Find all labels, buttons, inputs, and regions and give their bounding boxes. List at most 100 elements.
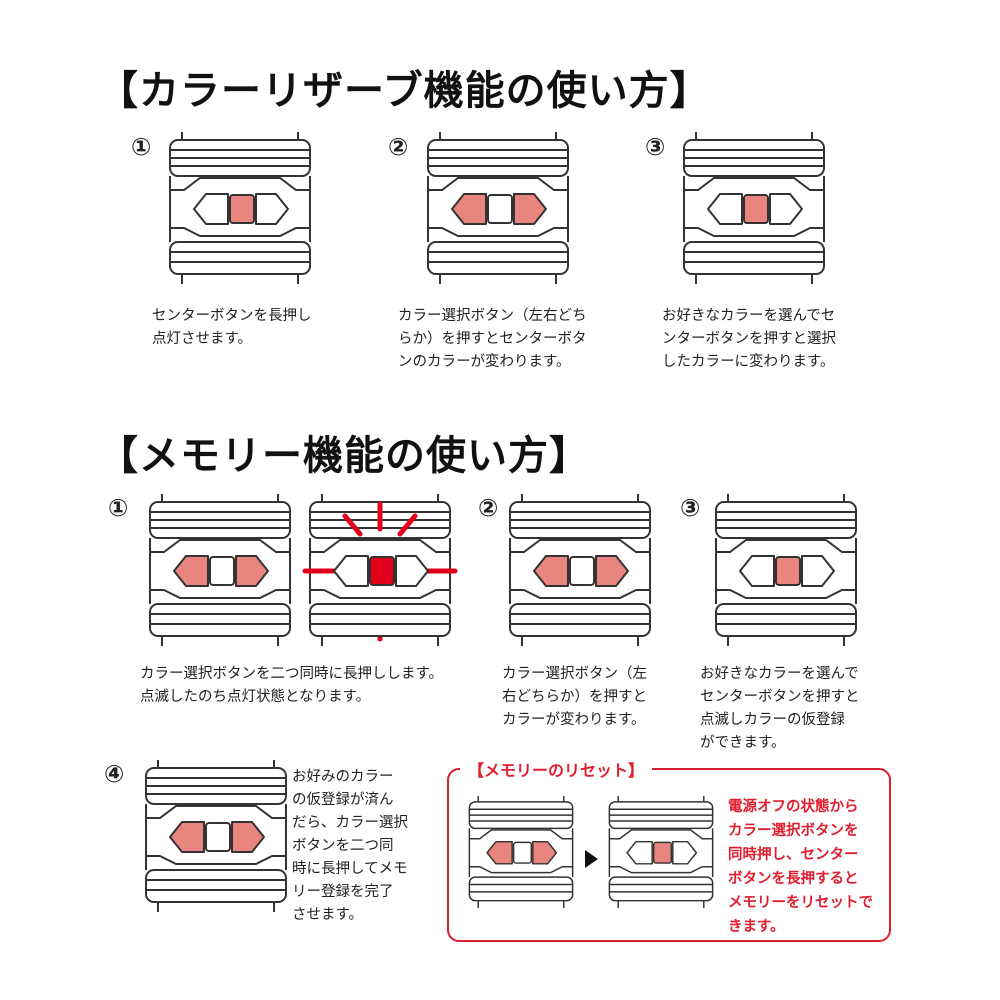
- cap-bottom: [683, 241, 825, 275]
- neck-line: [161, 494, 279, 502]
- band-bottom: [150, 589, 290, 599]
- center-button: [743, 194, 769, 224]
- right-button: [513, 193, 547, 225]
- band-bottom: [510, 589, 650, 599]
- left-button: [193, 193, 229, 225]
- band-top: [428, 177, 568, 191]
- flashlight-head-diagram: [608, 795, 714, 909]
- band-top: [684, 177, 824, 191]
- step-number: ①: [108, 494, 129, 522]
- band-top: [146, 805, 286, 819]
- step-caption: カラー選択ボタン（左右どち らか）を押すとセンターボタ ンのカラーが変わります。: [398, 308, 587, 370]
- step-caption: お好きなカラーを選んでセ ンターボタンを押すと選択 したカラーに変わります。: [662, 308, 836, 370]
- left-button: [451, 193, 487, 225]
- neck-line: [157, 760, 275, 768]
- step-caption: お好みのカラー の仮登録が済ん だら、カラー選択 ボタンを二つ同 時に長押してメ…: [292, 769, 408, 923]
- body-side: [509, 538, 651, 604]
- neck-line: [521, 494, 639, 502]
- cap-bottom: [468, 876, 574, 902]
- body-side: [169, 176, 311, 242]
- band-bottom: [310, 589, 450, 599]
- left-button: [173, 555, 209, 587]
- memory-reset-title: 【メモリーのリセット】: [460, 757, 653, 781]
- center-button: [652, 841, 673, 864]
- neck-line: [617, 795, 705, 802]
- right-button: [395, 555, 429, 587]
- body-side: [427, 176, 569, 242]
- band-bottom: [716, 589, 856, 599]
- left-button: [333, 555, 369, 587]
- step-number: ③: [645, 133, 666, 161]
- band-bottom: [146, 855, 286, 865]
- band-bottom: [170, 227, 310, 237]
- neck-line: [727, 494, 845, 502]
- body-side: [145, 804, 287, 870]
- flashlight-head-diagram: [715, 494, 857, 646]
- band-top: [469, 829, 573, 840]
- body-side: [149, 538, 291, 604]
- cap-bottom: [169, 241, 311, 275]
- flashlight-head-diagram: [145, 760, 287, 912]
- step-caption: カラー選択ボタン（左 右どちらか）を押すと カラーが変わります。: [502, 666, 647, 728]
- neck-line: [477, 795, 565, 802]
- cap-bottom: [149, 603, 291, 637]
- left-button: [533, 555, 569, 587]
- flashlight-head-diagram: [683, 132, 825, 284]
- body-side: [683, 176, 825, 242]
- right-button: [235, 555, 269, 587]
- center-button: [205, 822, 231, 852]
- step-number: ②: [478, 494, 499, 522]
- step-caption: センターボタンを長押し 点灯させます。: [152, 308, 312, 347]
- right-button: [532, 840, 558, 865]
- left-button: [169, 821, 205, 853]
- band-bottom: [684, 227, 824, 237]
- neck-line: [181, 274, 299, 284]
- body-side: [715, 538, 857, 604]
- flashlight-head-diagram: [302, 494, 458, 646]
- section-title-memory: 【メモリー機能の使い方】: [98, 433, 590, 479]
- body-side: [608, 828, 714, 878]
- neck-line: [161, 636, 279, 646]
- band-bottom: [609, 866, 713, 874]
- band-top: [609, 829, 713, 840]
- right-button: [255, 193, 289, 225]
- band-top: [716, 539, 856, 553]
- neck-line: [157, 902, 275, 912]
- left-button: [486, 840, 513, 865]
- center-button: [775, 556, 801, 586]
- neck-line: [617, 900, 705, 909]
- neck-line: [727, 636, 845, 646]
- cap-bottom: [509, 603, 651, 637]
- center-button: [229, 194, 255, 224]
- neck-line: [695, 274, 813, 284]
- neck-line: [521, 636, 639, 646]
- flashlight-head-diagram: [468, 795, 574, 909]
- left-button: [739, 555, 775, 587]
- cap-bottom: [145, 869, 287, 903]
- section-title-color-reserve: 【カラーリザーブ機能の使い方】: [98, 68, 711, 114]
- band-top: [310, 539, 450, 553]
- neck-line: [439, 274, 557, 284]
- memory-reset-panel: [447, 768, 891, 942]
- step-caption: お好きなカラーを選んで センターボタンを押すと 点滅しカラーの仮登録 ができます…: [700, 666, 860, 751]
- band-bottom: [428, 227, 568, 237]
- left-button: [626, 840, 653, 865]
- center-button: [512, 841, 533, 864]
- neck-line: [477, 900, 565, 909]
- step-number: ③: [680, 494, 701, 522]
- neck-line: [321, 494, 439, 502]
- memory-reset-caption: 電源オフの状態から カラー選択ボタンを 同時押し、センター ボタンを長押すると …: [728, 799, 873, 935]
- band-top: [150, 539, 290, 553]
- flash-ray: [397, 513, 418, 537]
- cap-bottom: [715, 603, 857, 637]
- right-button: [595, 555, 629, 587]
- band-top: [510, 539, 650, 553]
- center-button: [487, 194, 513, 224]
- cap-bottom: [309, 603, 451, 637]
- step-number: ④: [104, 760, 125, 788]
- arrow-right-icon: [585, 850, 598, 868]
- right-button: [672, 840, 698, 865]
- center-button: [569, 556, 595, 586]
- neck-line: [321, 636, 439, 646]
- band-top: [170, 177, 310, 191]
